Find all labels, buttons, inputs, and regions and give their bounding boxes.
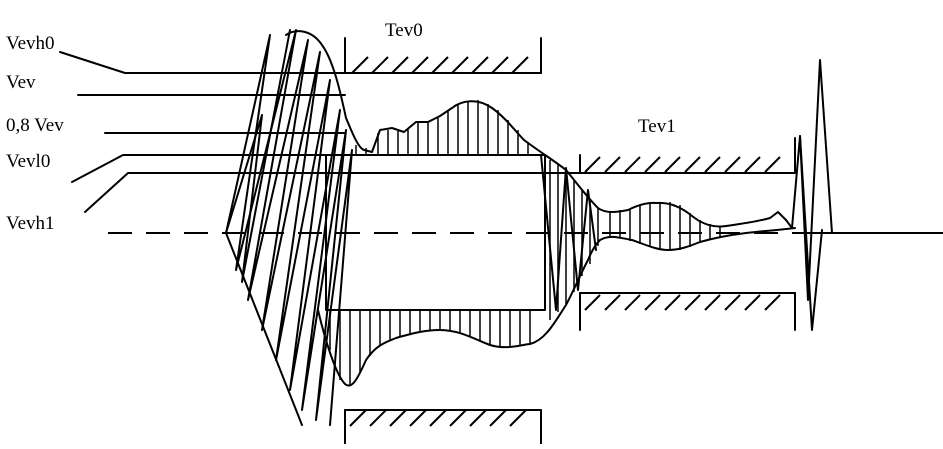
oscillation-burst-initial [225, 29, 353, 426]
label-vevh1: Vevh1 [6, 213, 55, 234]
label-vevl0: Vevl0 [6, 151, 50, 172]
tev0-upper-bracket [344, 37, 542, 74]
vevh1-level-line [84, 172, 796, 213]
label-tev0: Tev0 [385, 20, 423, 41]
signal-envelope-upper [285, 30, 793, 229]
label-vev-08: 0,8 Vev [6, 115, 64, 136]
oscillation-final-spike [791, 59, 833, 301]
tev1-upper-bracket [579, 137, 796, 174]
oscillation-left-edge [225, 29, 291, 283]
oscillation-lower-edge [225, 232, 303, 426]
label-tev1: Tev1 [638, 116, 676, 137]
vevh0-level-line [59, 51, 346, 74]
label-vevh0: Vevh0 [6, 33, 55, 54]
tev0-lower-bracket [344, 409, 542, 445]
inner-rectangle [325, 154, 546, 311]
label-vev: Vev [6, 72, 36, 93]
vevl0-level-line [71, 154, 546, 183]
oscillation-final-lower [799, 135, 823, 331]
tev1-lower-bracket [579, 292, 796, 331]
envelope-fill-hatch-tev0 [329, 100, 531, 386]
envelope-fill-hatch-tev1 [609, 202, 721, 250]
oscillation-transition [540, 154, 597, 311]
